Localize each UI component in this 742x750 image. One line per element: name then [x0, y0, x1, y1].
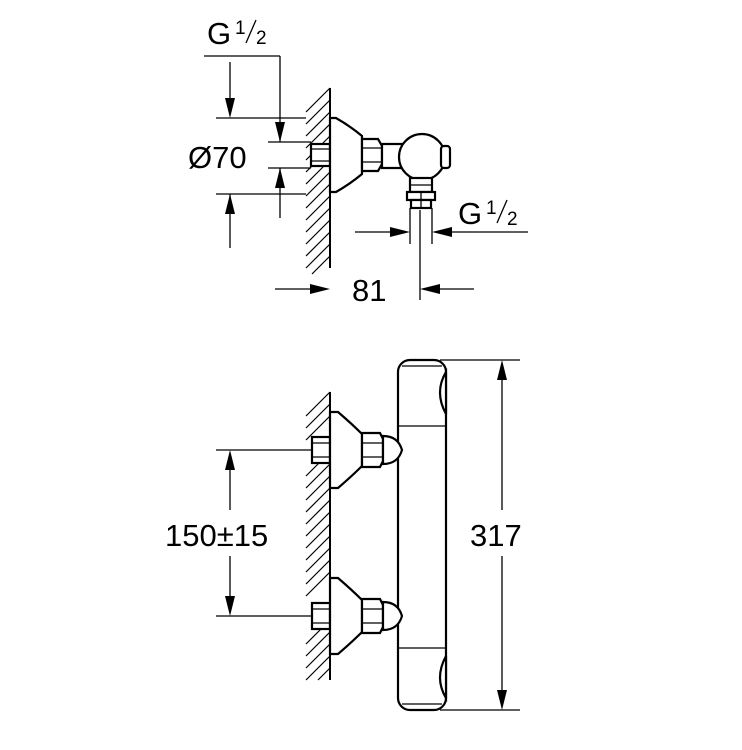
wall-front	[305, 391, 331, 681]
dim-height: 317	[440, 359, 522, 711]
height-label: 317	[470, 518, 522, 553]
front-view: 150±15 317	[165, 358, 522, 712]
dim-inlet-spacing: 150±15	[165, 449, 312, 617]
lower-inlet-front	[310, 576, 404, 656]
dim-depth: 81	[275, 210, 474, 308]
top-inlet-thread-numerator: 1	[235, 18, 246, 39]
upper-inlet-front	[310, 410, 404, 490]
depth-label: 81	[352, 273, 386, 308]
outlet-top	[405, 176, 437, 210]
thermostat-body-front	[396, 358, 448, 712]
dim-outlet-thread: G 1 2	[355, 196, 528, 244]
top-view: G 1 2 Ø70 G 1 2 81	[188, 16, 528, 308]
dim-top-inlet-thread: G 1 2	[204, 16, 311, 248]
outlet-thread-denominator: 2	[507, 209, 518, 230]
pipe-stub-top	[309, 142, 332, 168]
outlet-thread-main: G	[458, 196, 482, 231]
nut-top	[360, 137, 384, 173]
top-inlet-thread-main: G	[207, 16, 231, 51]
inlet-spacing-label: 150±15	[165, 518, 268, 553]
top-inlet-thread-denominator: 2	[256, 28, 267, 49]
rosette-top	[328, 116, 364, 194]
thermostat-body-top	[397, 132, 452, 182]
outlet-thread-numerator: 1	[486, 198, 497, 219]
wall-top	[305, 87, 331, 275]
diameter-label: Ø70	[188, 140, 247, 175]
